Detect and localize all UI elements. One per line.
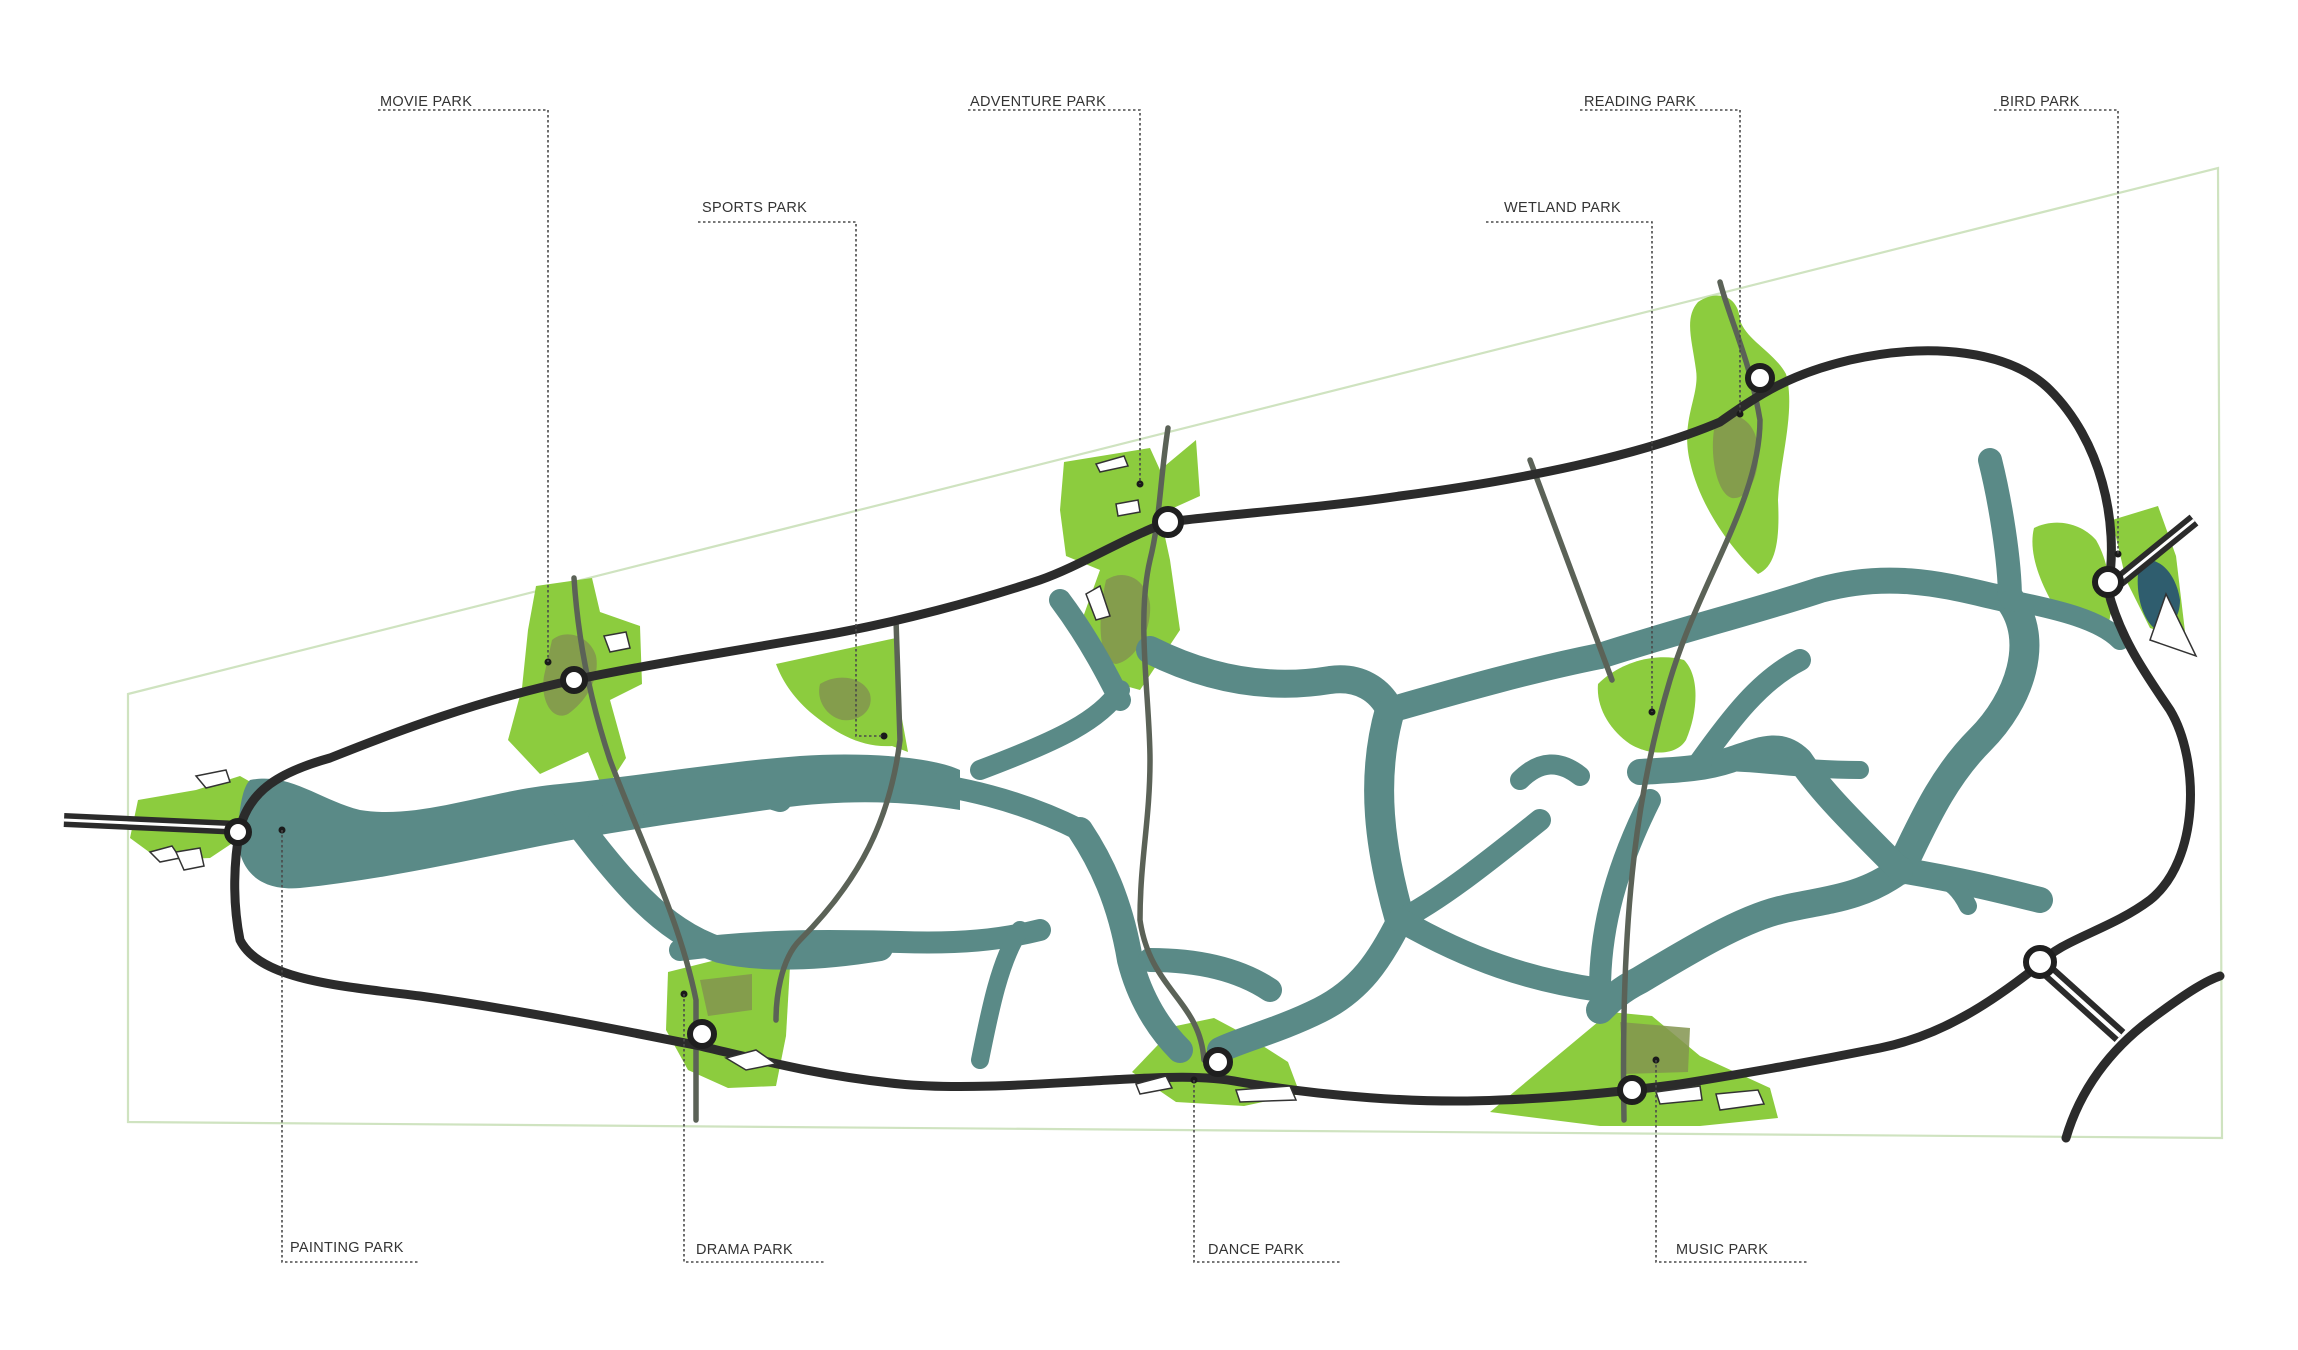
label-bird-park: BIRD PARK [2000,94,2080,110]
leader-lines [281,109,2119,1263]
label-reading-park: READING PARK [1584,94,1696,110]
water-network [237,448,2130,1069]
water-channel [1887,857,2053,913]
marker-dot [2114,550,2122,558]
water-channel [588,777,792,832]
water-channel [1587,567,2023,669]
water-channel [1388,908,1612,1002]
roundabout [1203,1047,1233,1077]
label-drama-park: DRAMA PARK [696,1242,793,1258]
label-sports-park: SPORTS PARK [702,200,807,216]
external-road [2061,971,2225,1143]
secondary-road [1527,457,1615,683]
marker-dot [1736,410,1744,418]
building [1234,1085,1298,1103]
roundabout [224,818,252,846]
secondary-road [1137,425,1207,1063]
roundabout [1745,363,1775,393]
music-park-inner [1620,1022,1690,1074]
water-channel [1689,649,1811,773]
leader-painting [281,830,420,1263]
label-painting-park: PAINTING PARK [290,1240,404,1256]
water-channel [1885,585,2040,885]
roundabouts [224,363,2124,1105]
water-channel [1138,948,1282,1002]
wetland-park-patch [1597,657,1696,753]
leader-wetland [1486,221,1653,712]
water-channel [1627,735,1913,883]
label-adventure-park: ADVENTURE PARK [970,94,1106,110]
water-channel [971,921,1029,1069]
buildings [148,455,1766,1111]
roundabout [687,1019,717,1049]
leader-reading [1580,109,1741,414]
water-channel [1207,907,1413,1063]
label-music-park: MUSIC PARK [1676,1242,1768,1258]
building [602,631,631,653]
label-dance-park: DANCE PARK [1208,1242,1304,1258]
water-channel [1067,817,1193,1063]
leader-sports [698,221,884,737]
marker-dot [880,732,888,740]
water-channel [1049,589,1131,711]
building [1655,1085,1703,1105]
water-channel [1510,754,1590,790]
water-channel [889,769,1091,841]
water-channel [669,919,1051,961]
secondary-road [1620,279,1763,1123]
water-channel [2000,590,2130,650]
roundabout [1152,506,1184,538]
water-channel [970,680,1130,780]
building [174,847,205,871]
roundabout [2023,945,2057,979]
bird-park-triangle [2149,592,2198,658]
label-movie-park: MOVIE PARK [380,94,472,110]
roundabout [1617,1075,1647,1105]
roundabout [2092,566,2124,598]
water-channel [1586,856,1914,1024]
building [1115,499,1141,517]
main-loop-road [230,346,2195,1106]
sports-park-inner [819,677,871,721]
secondary-road [571,575,699,1123]
reading-park-inner [1712,415,1759,499]
drama-park-inner [700,974,752,1016]
building [1715,1089,1766,1111]
building [1094,455,1130,473]
secondary-roads [571,279,1763,1123]
adventure-park-inner [1100,574,1151,664]
water-channel [1389,809,1551,931]
building [724,1049,778,1071]
leader-music [1655,1060,1808,1263]
southeast-branch-road-median [2038,962,2122,1038]
leader-dance [1193,1080,1340,1263]
park-labels: MOVIE PARK SPORTS PARK ADVENTURE PARK WE… [290,94,2080,1258]
building [194,769,231,789]
leader-adventure [968,109,1141,484]
water-channel [1931,871,1977,915]
leader-bird [1994,109,2119,554]
leader-movie [378,109,549,662]
water-channel [1364,695,1415,935]
water-channel [1136,636,1404,724]
west-entry-road-median [63,818,241,830]
building [1085,584,1111,621]
roundabout [560,666,588,694]
site-boundary [126,166,2224,1140]
water-channel [1377,643,1613,723]
building [1134,1075,1174,1095]
water-channel [1711,753,1869,779]
label-wetland-park: WETLAND PARK [1504,200,1621,216]
adventure-park-patch [1060,440,1200,690]
bird-park-patch [2032,522,2112,630]
main-roads [63,346,2225,1143]
water-channel [1978,448,2022,612]
secondary-road [773,617,903,1023]
